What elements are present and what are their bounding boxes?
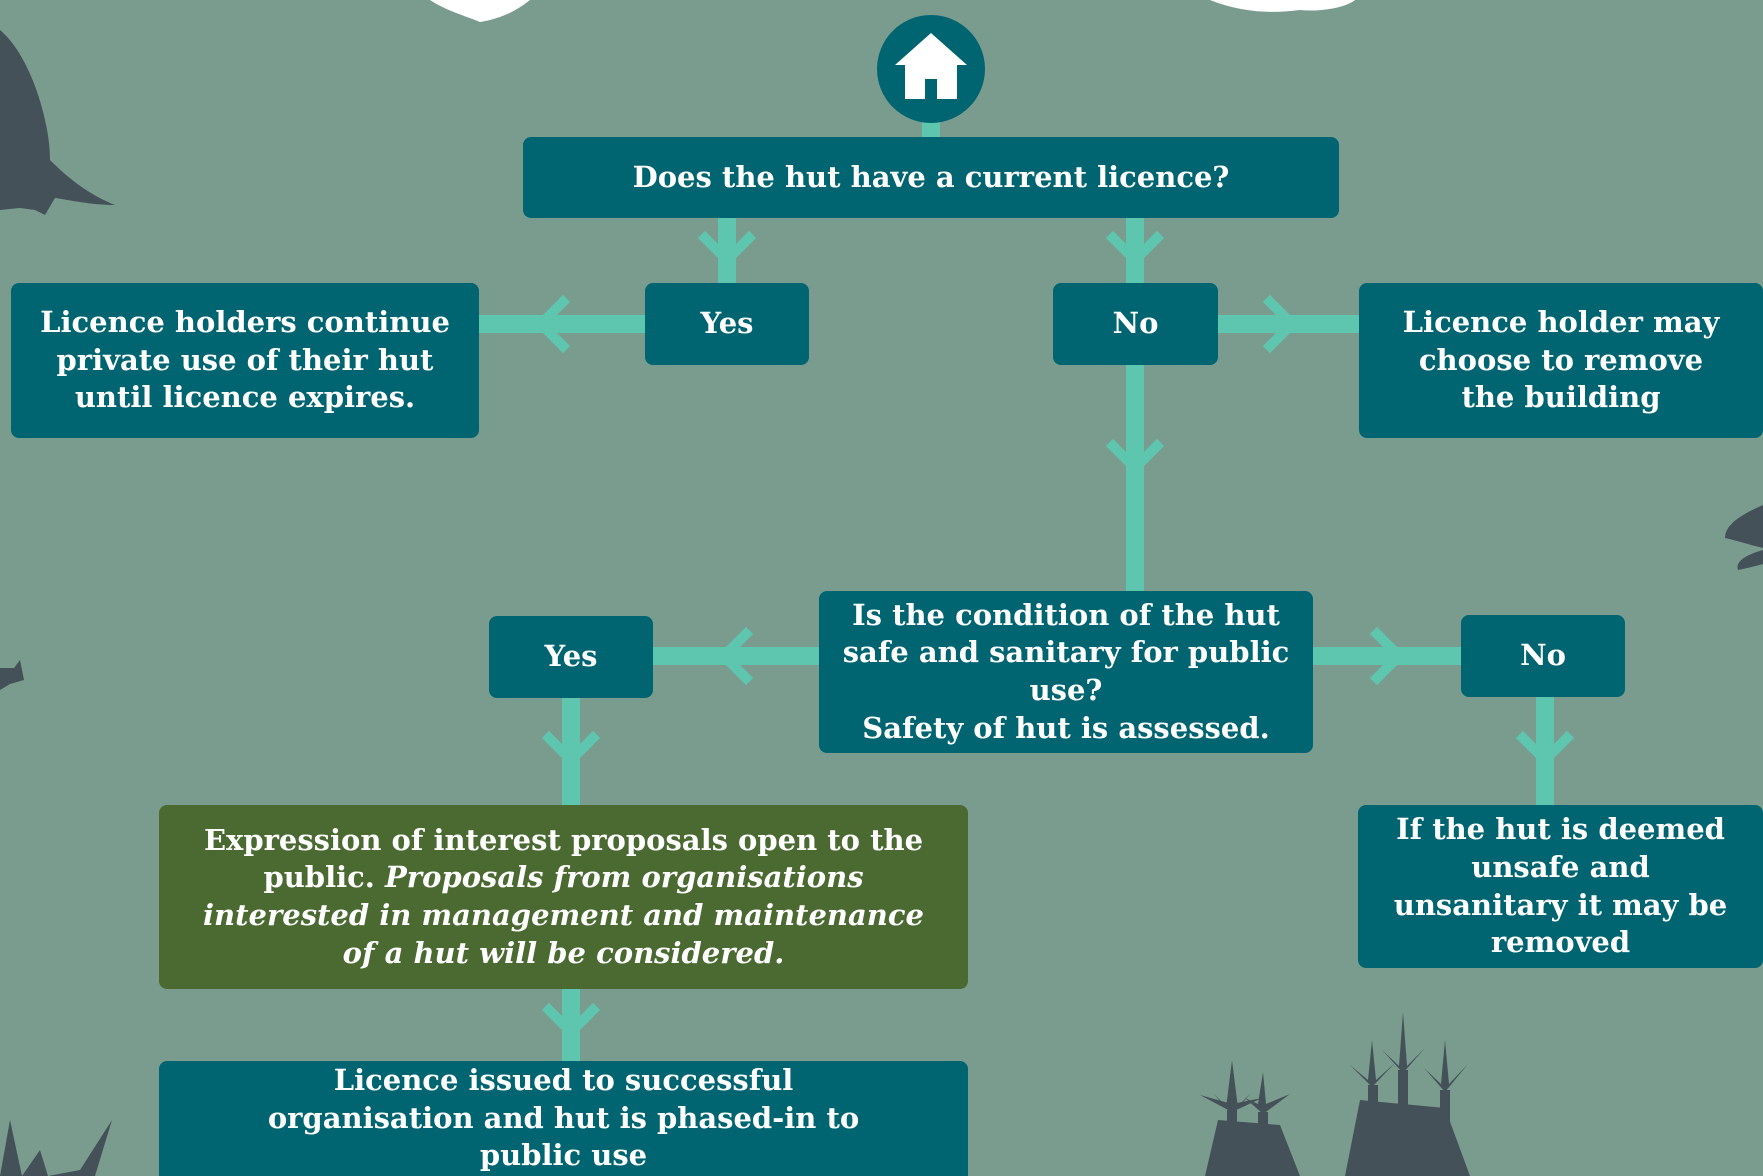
no-label-2: No — [1520, 638, 1566, 673]
cabbage-tree-silhouette — [1200, 1012, 1470, 1176]
remove-building-text: Licence holder may choose to remove the … — [1402, 304, 1720, 415]
continue-private-use-box: Licence holders continue private use of … — [11, 283, 479, 438]
expression-of-interest-plain: Expression of interest proposals open to… — [203, 822, 924, 895]
safety-assessed-text: Safety of hut is assessed. — [862, 710, 1270, 745]
top-splash — [430, 0, 1355, 22]
grass-silhouette — [0, 1120, 112, 1176]
yes-label-box: Yes — [645, 283, 809, 365]
licence-issued-box: Licence issued to successful organisatio… — [159, 1061, 968, 1176]
expression-of-interest-box: Expression of interest proposals open to… — [159, 805, 968, 989]
question-safe-sanitary: Is the condition of the hut safe and san… — [819, 591, 1313, 753]
unsafe-removed-text: If the hut is deemed unsafe and unsanita… — [1393, 812, 1728, 960]
yes-label-box-2: Yes — [489, 616, 653, 698]
question-safe-sanitary-text: Is the condition of the hut safe and san… — [842, 597, 1290, 707]
remove-building-box: Licence holder may choose to remove the … — [1359, 283, 1763, 438]
no-label-box-2: No — [1461, 615, 1625, 697]
expression-of-interest-italic: Proposals from organisations interested … — [203, 860, 924, 970]
unsafe-removed-box: If the hut is deemed unsafe and unsanita… — [1358, 805, 1763, 968]
continue-private-use-text: Licence holders continue private use of … — [40, 304, 450, 415]
question-current-licence: Does the hut have a current licence? — [523, 137, 1339, 218]
licence-issued-text: Licence issued to successful organisatio… — [267, 1062, 860, 1173]
start-node — [877, 15, 985, 123]
bird-silhouette — [0, 30, 115, 215]
expression-of-interest-text: Expression of interest proposals open to… — [195, 822, 932, 973]
yes-label: Yes — [700, 306, 754, 341]
no-label-box: No — [1053, 283, 1218, 365]
question-current-licence-text: Does the hut have a current licence? — [632, 159, 1230, 194]
house-icon — [895, 33, 967, 99]
fern-silhouette — [1725, 505, 1763, 570]
yes-label-2: Yes — [544, 639, 598, 674]
no-label: No — [1112, 306, 1159, 341]
branch-silhouette — [0, 660, 24, 690]
